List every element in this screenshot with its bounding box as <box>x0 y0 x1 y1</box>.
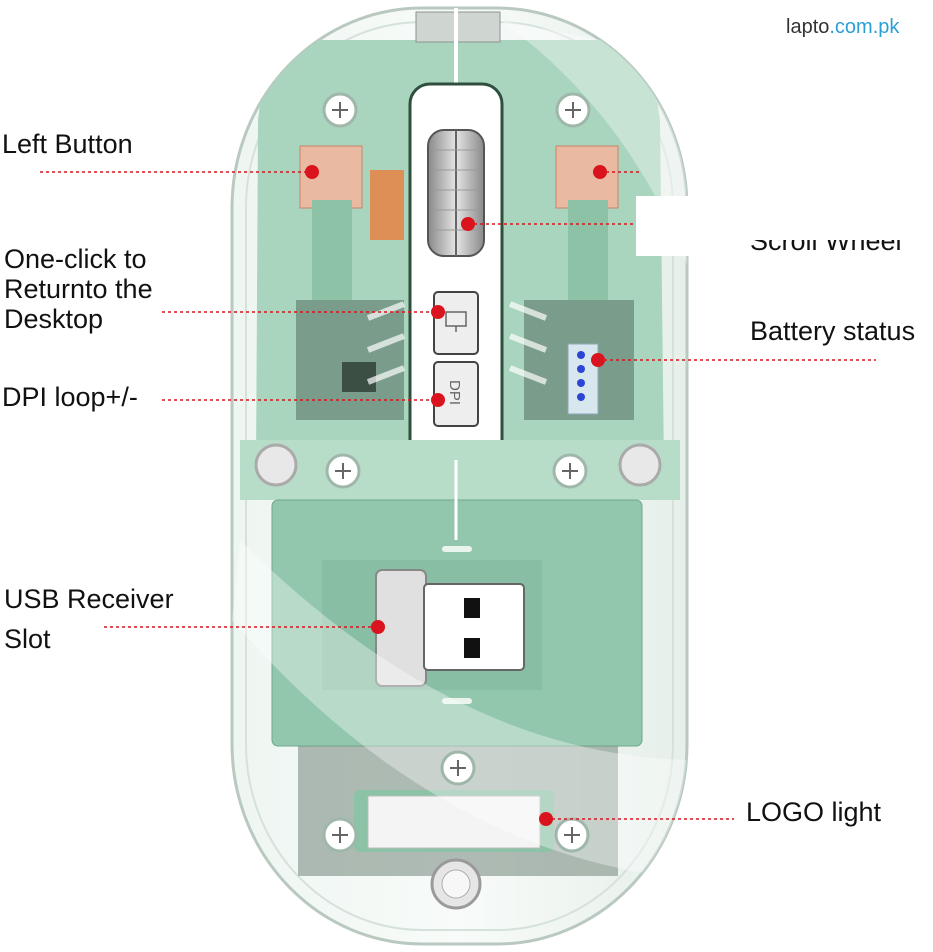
white-overlay <box>636 196 933 256</box>
logo-light-label: LOGO light <box>746 797 882 827</box>
desktop-label-line-1: One-click to <box>4 244 147 274</box>
brand-watermark: lapto.com.pk <box>786 16 900 38</box>
dpi-label: DPI loop+/- <box>2 382 138 412</box>
logo-light-window <box>367 795 541 849</box>
desktop-label-line-2: Returnto the <box>4 274 153 304</box>
usb-label-line-1: USB Receiver <box>4 584 174 614</box>
screws <box>254 92 662 853</box>
scroll-wheel-label: Scroll Wheel <box>750 240 902 256</box>
desktop-label-line-3: Desktop <box>4 304 104 334</box>
markers <box>305 165 607 826</box>
dpi-marking: DPI <box>446 380 463 405</box>
desktop-button <box>433 291 479 355</box>
battery-label: Battery status <box>750 316 916 346</box>
right-switch <box>555 145 619 209</box>
left-button-label: Left Button <box>2 129 133 159</box>
usb-label-line-2: Slot <box>4 624 51 654</box>
dpi-button <box>433 361 479 427</box>
